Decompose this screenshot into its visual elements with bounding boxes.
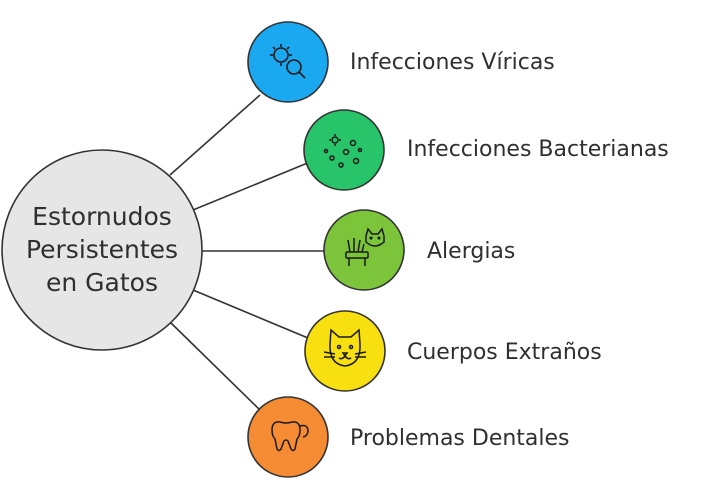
branch-infecciones-viricas: Infecciones Víricas xyxy=(247,21,555,103)
branch-label-cuerpos: Cuerpos Extraños xyxy=(407,340,602,365)
branch-circle-dentales xyxy=(247,396,329,478)
cat-face-icon xyxy=(323,328,367,367)
connectors xyxy=(169,94,325,413)
branch-label-bacterianas: Infecciones Bacterianas xyxy=(407,137,669,162)
branch-infecciones-bacterianas: Infecciones Bacterianas xyxy=(303,109,669,191)
connector-cuerpos xyxy=(192,289,309,339)
center-title-line-3: en Gatos xyxy=(46,268,158,297)
virus-magnifier-icon xyxy=(270,44,306,79)
branch-circle-alergias xyxy=(323,209,405,291)
branch-label-viricas: Infecciones Víricas xyxy=(350,50,555,75)
tooth-icon xyxy=(271,421,309,452)
connector-dentales xyxy=(169,321,263,413)
connector-bacterianas xyxy=(192,161,311,211)
center-circle xyxy=(1,149,203,351)
branch-label-alergias: Alergias xyxy=(427,239,515,264)
branch-label-dentales: Problemas Dentales xyxy=(350,426,570,451)
branch-circle-cuerpos xyxy=(304,310,386,392)
bacteria-icon xyxy=(323,134,363,168)
branch-alergias: Alergias xyxy=(323,209,515,291)
center-title-line-1: Estornudos xyxy=(32,202,172,231)
center-node: Estornudos Persistentes en Gatos xyxy=(1,149,203,351)
branch-circle-viricas xyxy=(247,21,329,103)
branch-cuerpos-extranos: Cuerpos Extraños xyxy=(304,310,602,392)
connector-viricas xyxy=(169,94,261,176)
branch-problemas-dentales: Problemas Dentales xyxy=(247,396,570,478)
cat-grass-icon xyxy=(345,227,385,266)
center-title-line-2: Persistentes xyxy=(26,235,178,264)
